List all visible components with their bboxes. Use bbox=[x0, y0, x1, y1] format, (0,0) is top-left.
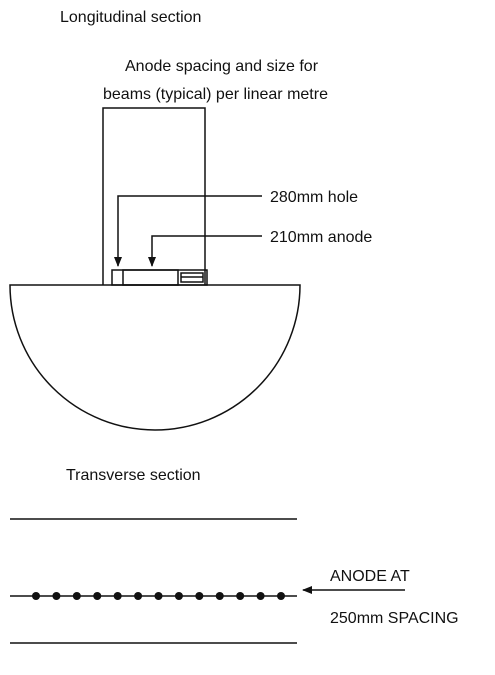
anode-dot bbox=[195, 592, 204, 600]
beam-semicircle-outline bbox=[9, 284, 301, 431]
transverse-section-title: Transverse section bbox=[66, 467, 201, 484]
hole-leader-arrow bbox=[114, 195, 262, 267]
longitudinal-section: Longitudinal section Anode spacing and s… bbox=[9, 9, 372, 431]
anode-dot bbox=[256, 592, 265, 600]
anode-dot bbox=[215, 592, 224, 600]
anode-label: 210mm anode bbox=[270, 229, 372, 246]
anode-dot bbox=[134, 592, 143, 600]
anode-dot bbox=[174, 592, 183, 600]
anode-body bbox=[122, 269, 179, 286]
caption-line-2: beams (typical) per linear metre bbox=[103, 86, 328, 103]
caption-line-1: Anode spacing and size for bbox=[125, 58, 319, 75]
anode-dot bbox=[236, 592, 245, 600]
anode-dot bbox=[72, 592, 81, 600]
anode-dot bbox=[113, 592, 122, 600]
spacing-callout-line-1: ANODE AT bbox=[330, 568, 410, 585]
anode-dots bbox=[32, 592, 285, 600]
anode-dot bbox=[93, 592, 102, 600]
anode-leader-arrow bbox=[148, 235, 262, 267]
anode-dot bbox=[32, 592, 40, 600]
hole-label: 280mm hole bbox=[270, 189, 358, 206]
anode-dot bbox=[52, 592, 61, 600]
transverse-section: Transverse section ANODE AT 250mm SPACIN… bbox=[10, 467, 459, 644]
longitudinal-section-title: Longitudinal section bbox=[60, 9, 201, 26]
anode-dot bbox=[277, 592, 285, 600]
anode-dot bbox=[154, 592, 163, 600]
spacing-callout-line-2: 250mm SPACING bbox=[330, 610, 459, 627]
